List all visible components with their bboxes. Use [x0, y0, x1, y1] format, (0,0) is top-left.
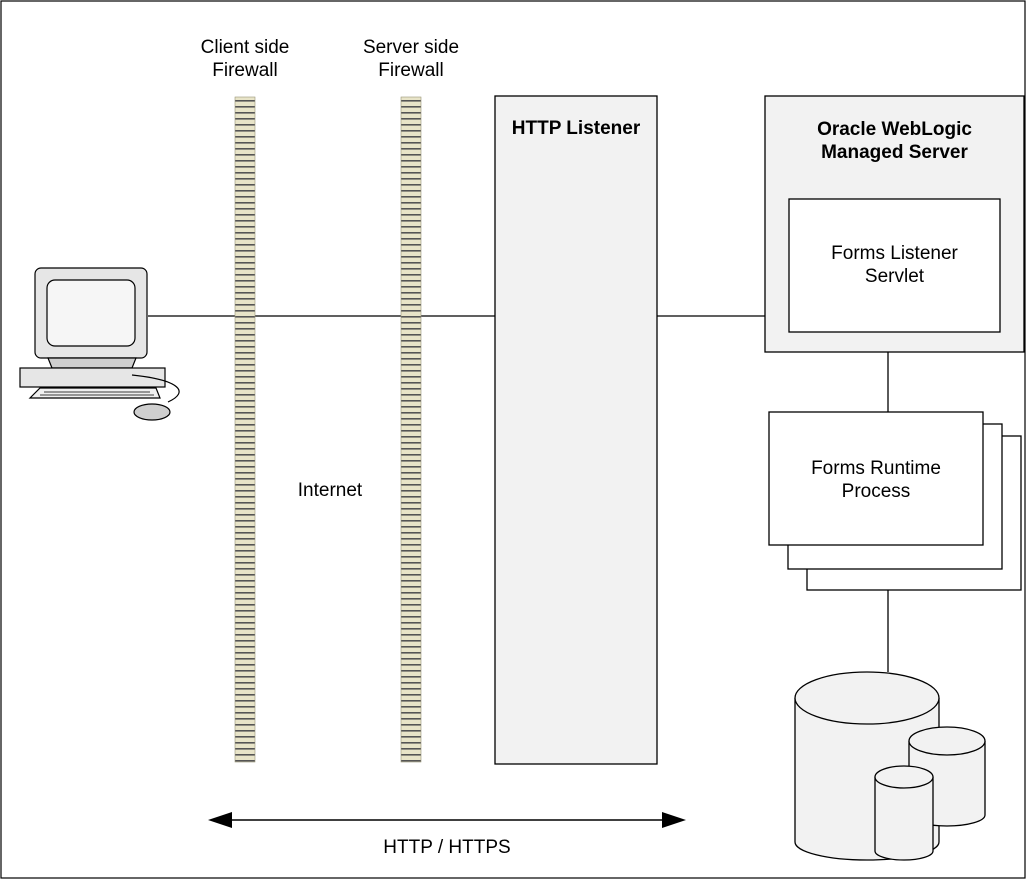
servlet-label-line1: Forms Listener: [831, 243, 958, 264]
client-firewall-label: Client side Firewall: [185, 36, 305, 82]
runtime-process-box-front: [768, 411, 984, 546]
weblogic-server-title: Oracle WebLogic Managed Server: [765, 118, 1024, 164]
client-computer-icon: [19, 267, 180, 421]
protocol-label: HTTP / HTTPS: [383, 837, 511, 858]
client-firewall-label-line2: Firewall: [212, 60, 278, 81]
http-listener-title: HTTP Listener: [511, 118, 641, 139]
server-firewall-label-line2: Firewall: [378, 60, 444, 81]
forms-runtime-label: Forms Runtime Process: [769, 457, 983, 503]
server-firewall-label-line1: Server side: [362, 37, 460, 58]
server-firewall: [400, 96, 422, 763]
client-firewall-label-line1: Client side: [200, 37, 290, 58]
weblogic-title-line1: Oracle WebLogic: [817, 119, 972, 140]
http-listener-box: [494, 95, 658, 765]
client-firewall: [234, 96, 256, 763]
forms-listener-servlet-label: Forms Listener Servlet: [789, 242, 1000, 288]
http-https-arrow: [208, 812, 686, 828]
runtime-label-line2: Process: [841, 481, 911, 502]
internet-label: Internet: [297, 480, 363, 501]
servlet-label-line2: Servlet: [864, 266, 925, 287]
weblogic-title-line2: Managed Server: [821, 142, 968, 163]
forms-listener-servlet-box: [788, 198, 1001, 333]
database-icon: [794, 671, 986, 861]
server-firewall-label: Server side Firewall: [351, 36, 471, 82]
runtime-label-line1: Forms Runtime: [811, 458, 941, 479]
